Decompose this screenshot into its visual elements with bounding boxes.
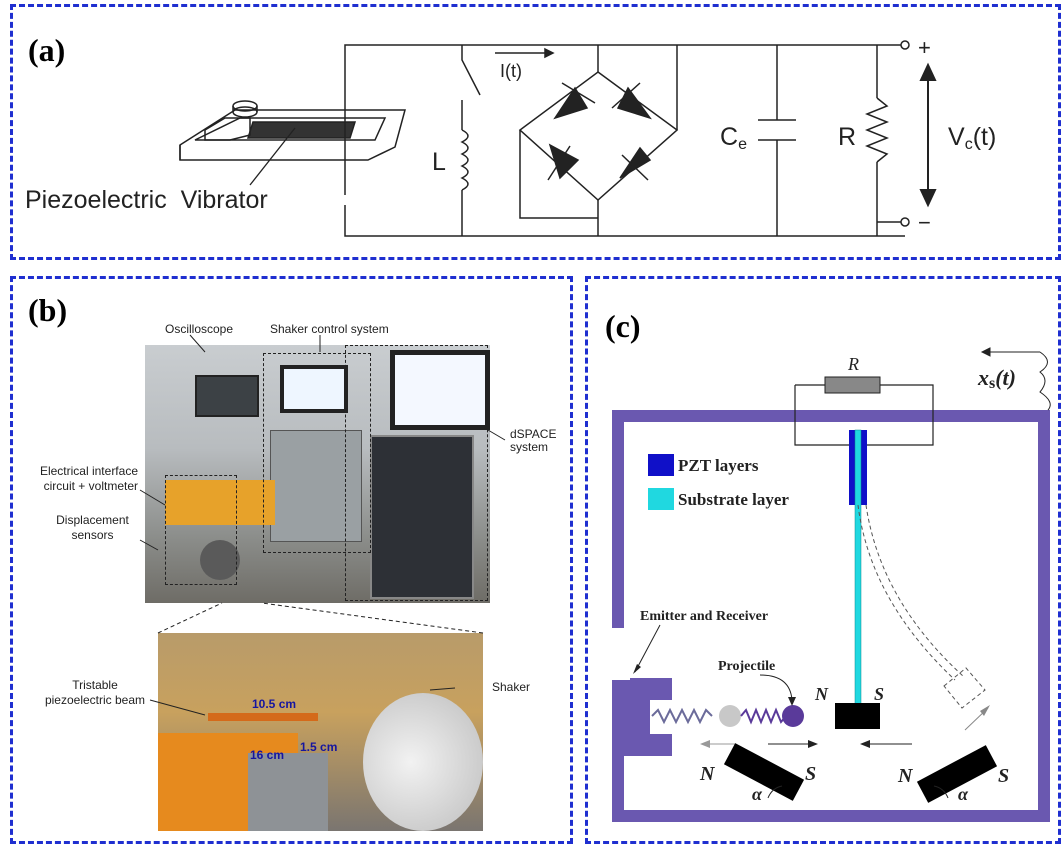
- voltage-label: Vc(t): [948, 123, 996, 153]
- interface-dashed-box: [165, 475, 237, 585]
- resistor-label: R: [838, 123, 856, 151]
- resistor-label-c: R: [847, 354, 859, 374]
- callout-displacement-line1: Displacement: [56, 513, 129, 527]
- callout-interface: Electrical interface circuit + voltmeter: [20, 464, 138, 494]
- callout-displacement-line2: sensors: [71, 528, 114, 542]
- shaker-control-monitor: [280, 365, 348, 413]
- circuit-wires: [344, 44, 905, 237]
- left-magnet-n: N: [699, 763, 716, 785]
- pzt-layer-right: [861, 430, 867, 505]
- voltage-arrow: [919, 62, 937, 208]
- inductor-coil: [460, 129, 469, 191]
- projectile-label: Projectile: [718, 659, 775, 674]
- legend-pzt-label: PZT layers: [678, 456, 759, 475]
- substrate-layer: [854, 429, 862, 706]
- motion-arrows: [700, 740, 912, 748]
- alpha-right: α: [958, 784, 969, 804]
- control-dashed-box: [263, 353, 371, 553]
- callout-dspace: dSPACE system: [510, 428, 556, 454]
- circuit-diagram: Piezoelectric Vibrator L I(t) Ce R Vc(t)…: [25, 35, 996, 237]
- tip-magnet-n: N: [814, 684, 829, 704]
- excitation-label: xs(t): [977, 365, 1016, 392]
- callout-oscilloscope: Oscilloscope: [165, 322, 234, 336]
- resistor-block: [824, 376, 881, 394]
- left-ground-magnet: [723, 743, 805, 801]
- vibrator-label: Piezoelectric Vibrator: [25, 186, 268, 214]
- tip-magnet: [835, 703, 880, 729]
- panel-b-label: (b): [28, 292, 68, 328]
- panel-c: [585, 276, 1061, 844]
- legend-pzt-swatch: [648, 454, 674, 476]
- tip-magnet-s: S: [874, 684, 884, 704]
- projectile-magnet: [782, 705, 804, 727]
- dimension-16cm: 16 cm: [250, 748, 285, 762]
- oscilloscope-device: [195, 375, 259, 417]
- bridge-diodes: [547, 82, 652, 181]
- right-ground-magnet: [916, 745, 998, 803]
- spring-right: [740, 707, 787, 725]
- piezo-vibrator-drawing: [179, 100, 406, 161]
- resistor-zigzag: [864, 97, 890, 163]
- panel-c-label: (c): [605, 308, 641, 344]
- legend-substrate-label: Substrate layer: [678, 490, 789, 509]
- callout-beam: Tristable piezoelectric beam: [30, 678, 160, 708]
- alpha-left: α: [752, 784, 763, 804]
- panel-a: [10, 4, 1061, 260]
- shaker-unit-small: [200, 540, 240, 580]
- legend-substrate-swatch: [648, 488, 674, 510]
- callout-beam-line2: piezoelectric beam: [44, 693, 146, 707]
- callout-interface-line1: Electrical interface: [39, 464, 138, 478]
- callout-interface-line2: circuit + voltmeter: [43, 479, 138, 493]
- plus-sign: +: [918, 35, 931, 60]
- dimension-1-5cm: 1.5 cm: [300, 740, 338, 754]
- shaker-body: [363, 693, 483, 831]
- panel-b: [10, 276, 573, 844]
- minus-sign: −: [918, 210, 931, 235]
- orange-bench: [165, 480, 275, 525]
- right-magnet-s: S: [998, 765, 1009, 787]
- beam-bar: [208, 713, 318, 721]
- current-arrow: [495, 47, 555, 59]
- dspace-dashed-box: [345, 345, 488, 601]
- callout-dspace-line2: system: [510, 440, 549, 454]
- callout-dspace-line1: dSPACE: [510, 427, 557, 441]
- callout-shaker-control: Shaker control system: [270, 322, 389, 336]
- projectile-ball: [719, 705, 741, 727]
- instrument-rack: [270, 430, 362, 542]
- inductor-label: L: [432, 148, 446, 176]
- callout-displacement: Displacement sensors: [40, 513, 145, 543]
- aluminium-block: [248, 753, 328, 831]
- vibrator-leader-line: [249, 127, 296, 186]
- spring-left: [651, 707, 713, 725]
- callout-beam-line1: Tristable: [72, 678, 118, 692]
- lab-setup-photo: [145, 345, 490, 603]
- beam-closeup-photo: [158, 633, 483, 831]
- pzt-layer-left: [849, 430, 855, 505]
- capacitor-label: Ce: [720, 123, 747, 153]
- deflected-beam: [857, 504, 986, 709]
- terminal-plus: [900, 40, 910, 50]
- dimension-10-5cm: 10.5 cm: [252, 697, 297, 711]
- right-magnet-n: N: [897, 765, 914, 787]
- left-magnet-s: S: [805, 763, 816, 785]
- dspace-rack: [370, 435, 474, 599]
- emitter-label: Emitter and Receiver: [640, 609, 768, 624]
- panel-a-label: (a): [28, 32, 66, 68]
- current-label: I(t): [500, 61, 522, 81]
- callout-shaker: Shaker: [492, 680, 531, 694]
- excitation-arrow: [980, 347, 1051, 411]
